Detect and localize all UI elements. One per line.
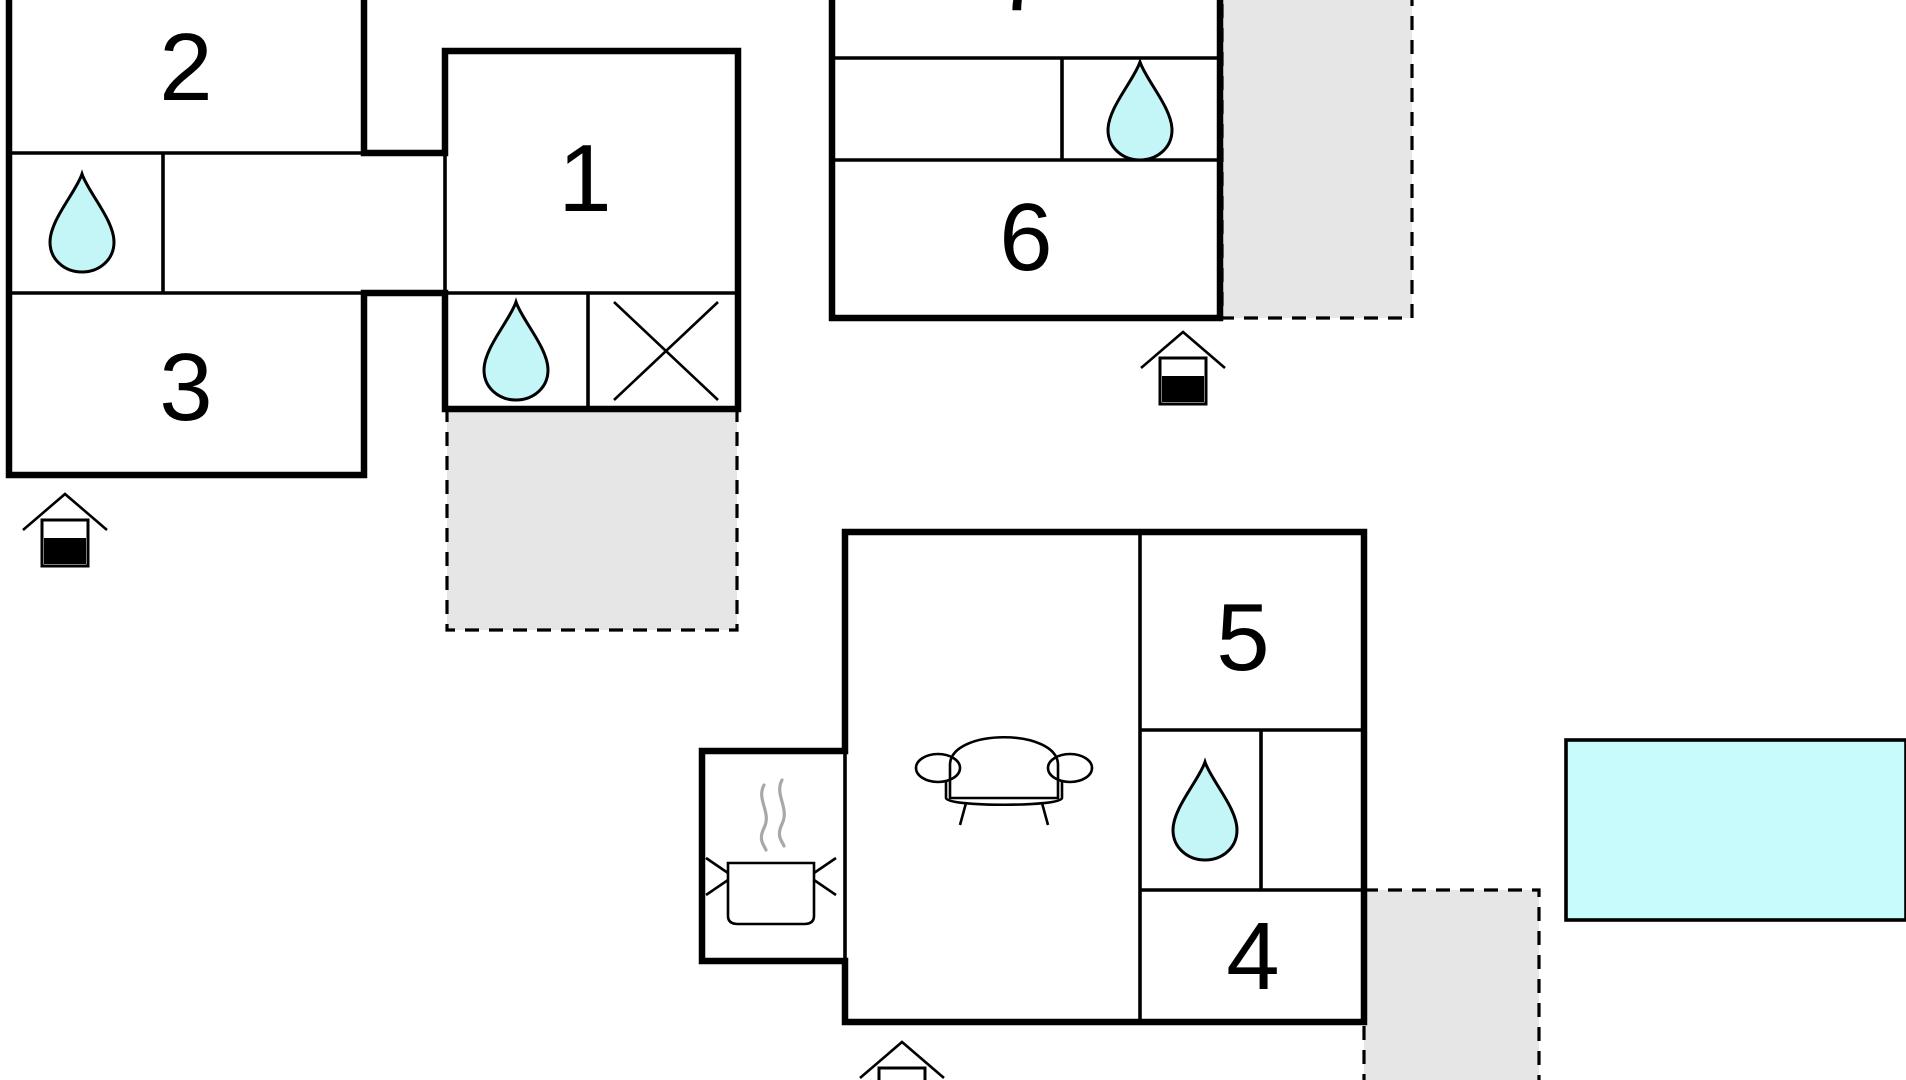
- entrance-icon: [21, 492, 109, 568]
- water-drop-icon: [48, 172, 116, 274]
- building-a: 2 1 3: [5, 0, 742, 632]
- terrace-b: [1220, 0, 1414, 320]
- entrance-icon: [858, 1040, 946, 1080]
- water-drop-icon: [482, 300, 550, 402]
- water-drop-icon: [1106, 60, 1174, 162]
- terrace-a: [445, 408, 739, 632]
- room-number-1: 1: [558, 125, 611, 232]
- room-number-4: 4: [1226, 903, 1279, 1010]
- room-number-7: 7: [995, 0, 1048, 31]
- sofa-icon: [914, 735, 1094, 826]
- room-number-2: 2: [159, 14, 212, 121]
- swimming-pool: [1564, 738, 1906, 922]
- room-number-5: 5: [1216, 584, 1269, 691]
- building-c: 5 4: [698, 528, 1541, 1080]
- water-drop-icon: [1171, 760, 1239, 862]
- building-b-outer-wall: [828, 0, 1224, 322]
- room-number-6: 6: [999, 184, 1052, 291]
- building-b: 7 6: [828, 0, 1414, 406]
- entrance-icon: [1139, 330, 1227, 406]
- terrace-c: [1362, 888, 1541, 1080]
- room-number-3: 3: [159, 334, 212, 441]
- building-a-outer-wall: [5, 0, 742, 479]
- cooking-pot-icon: [705, 778, 837, 926]
- cross-icon: [613, 301, 719, 401]
